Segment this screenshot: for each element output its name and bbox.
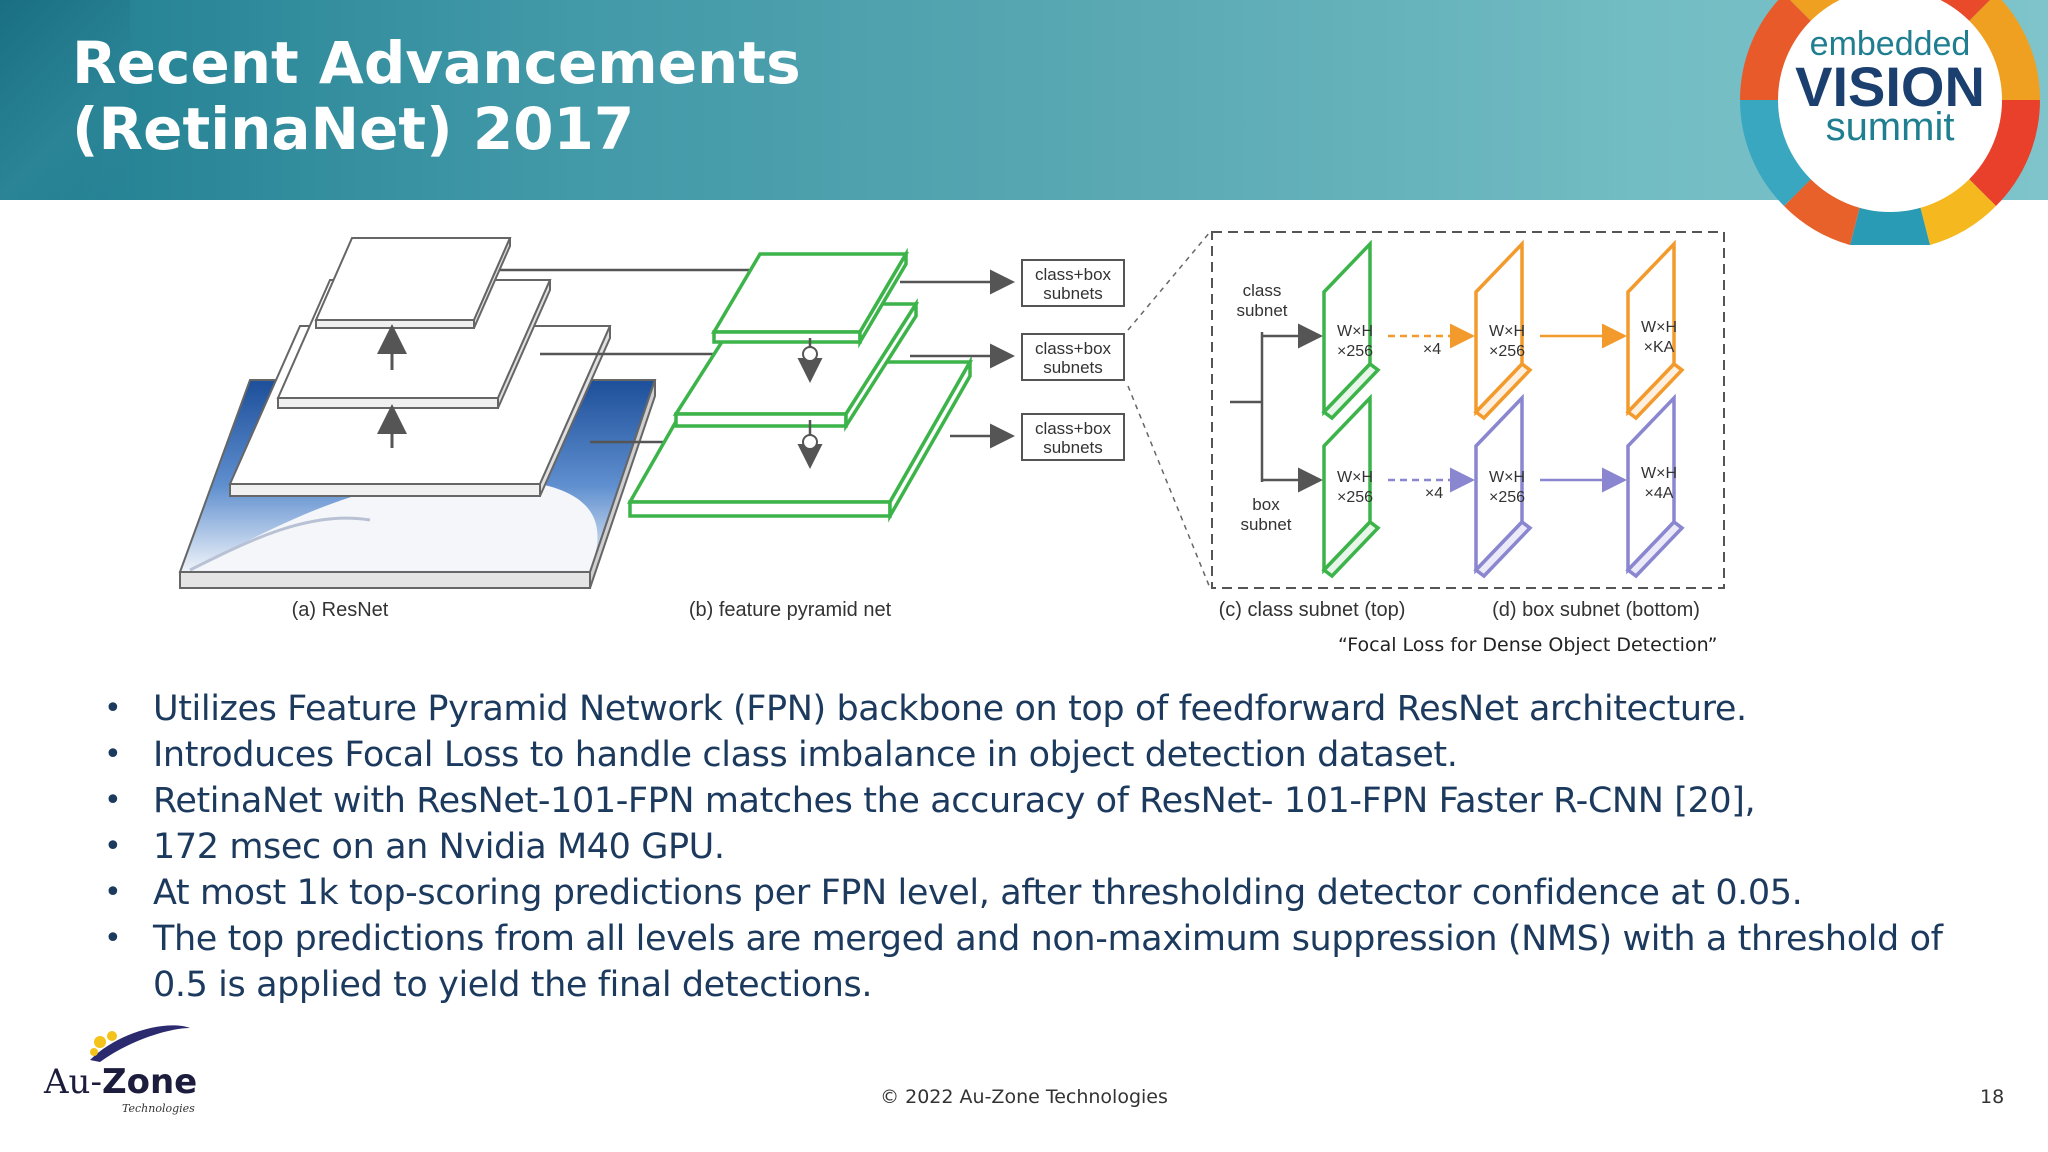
bullet-item: •RetinaNet with ResNet-101-FPN matches t… [100,778,2000,824]
svg-text:class+box: class+box [1035,339,1112,358]
subnet-detail-box [1211,231,1725,589]
class-x4-label: ×4 [1423,341,1441,358]
svg-text:class+box: class+box [1035,265,1112,284]
svg-text:×256: ×256 [1337,489,1373,506]
class-subnet-label-1: class [1243,281,1282,300]
fpn-level-1 [710,247,910,349]
caption-resnet: (a) ResNet [292,599,389,621]
logo-text-embedded: embedded [1810,25,1971,63]
bullet-item: •Introduces Focal Loss to handle class i… [100,732,2000,778]
svg-text:W×H: W×H [1641,319,1677,336]
svg-text:×256: ×256 [1489,343,1525,360]
au-zone-swoosh-icon [90,1025,190,1062]
box-input-panel: W×H ×256 [1321,393,1381,579]
subnet-box-1: class+box subnets [1021,259,1125,307]
svg-text:×KA: ×KA [1644,339,1675,356]
class-output-panel: W×H ×KA [1625,239,1685,421]
caption-box-subnet: (d) box subnet (bottom) [1492,599,1700,621]
title-line-1: Recent Advancements [72,29,801,97]
copyright: © 2022 Au-Zone Technologies [880,1086,1168,1108]
box-subnet-label-1: box [1252,495,1280,514]
class-subnet-label-2: subnet [1236,301,1287,320]
merge-node-1 [802,346,818,362]
svg-text:W×H: W×H [1337,469,1373,486]
svg-text:W×H: W×H [1337,323,1373,340]
class-hidden-panel: W×H ×256 [1473,239,1533,421]
caption-class-subnet: (c) class subnet (top) [1219,599,1406,621]
svg-text:class+box: class+box [1035,419,1112,438]
subnet-box-3: class+box subnets [1021,413,1125,461]
header-banner: Recent Advancements (RetinaNet) 2017 [0,0,2048,200]
bullet-dot-icon: • [104,691,122,726]
bullet-list: •Utilizes Feature Pyramid Network (FPN) … [100,686,2000,1008]
zoom-guide-bottom [1127,385,1211,589]
svg-text:×256: ×256 [1337,343,1373,360]
page-number: 18 [1980,1086,2005,1108]
bullet-dot-icon: • [104,875,122,910]
bullet-dot-icon: • [104,783,122,818]
svg-text:subnets: subnets [1043,284,1103,303]
citation: “Focal Loss for Dense Object Detection” [1338,634,1718,656]
title-line-2: (RetinaNet) 2017 [72,95,635,163]
slide-title: Recent Advancements (RetinaNet) 2017 [72,30,801,162]
caption-fpn: (b) feature pyramid net [689,599,892,621]
bullet-item: •172 msec on an Nvidia M40 GPU. [100,824,2000,870]
au-zone-wordmark: Au-Zone [44,1062,198,1102]
bullet-item: •At most 1k top-scoring predictions per … [100,870,2000,916]
logo-text-summit: summit [1826,105,1955,149]
logo-text-vision: VISION [1795,55,1985,118]
au-zone-tagline: Technologies [122,1102,195,1115]
au-zone-logo: Au-Zone Technologies [40,1020,200,1140]
box-subnet-label-2: subnet [1240,515,1291,534]
merge-node-2 [802,434,818,450]
box-x4-label: ×4 [1425,485,1443,502]
box-output-panel: W×H ×4A [1625,393,1685,579]
subnet-box-2: class+box subnets [1021,333,1125,381]
bullet-item: •Utilizes Feature Pyramid Network (FPN) … [100,686,2000,732]
retinanet-architecture-diagram: class+box subnets class+box subnets clas… [178,231,1725,621]
bullet-dot-icon: • [104,737,122,772]
svg-text:W×H: W×H [1641,465,1677,482]
box-hidden-panel: W×H ×256 [1473,393,1533,579]
svg-text:subnets: subnets [1043,438,1103,457]
embedded-vision-summit-logo: embedded VISION summit [1740,0,2040,245]
zoom-guide-top [1127,231,1211,331]
class-input-panel: W×H ×256 [1321,239,1381,421]
bullet-item: •The top predictions from all levels are… [100,916,2000,1008]
svg-text:subnets: subnets [1043,358,1103,377]
svg-text:×4A: ×4A [1645,485,1674,502]
bullet-dot-icon: • [104,921,122,956]
svg-text:W×H: W×H [1489,469,1525,486]
svg-text:W×H: W×H [1489,323,1525,340]
resnet-layer-1 [314,237,512,329]
bullet-dot-icon: • [104,829,122,864]
svg-text:×256: ×256 [1489,489,1525,506]
header-decoration [0,0,130,200]
